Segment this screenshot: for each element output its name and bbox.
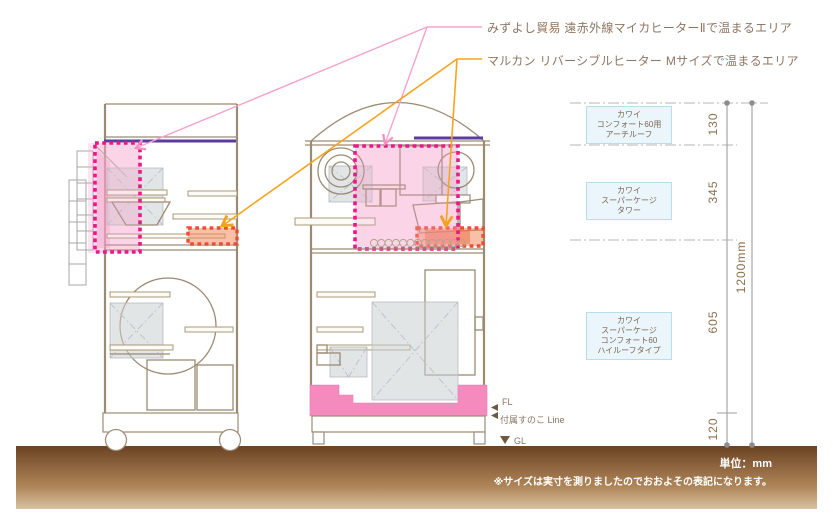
mica-heater-annotation: みずよし貿易 遠赤外線マイカヒーターⅡで温まるエリア [487,21,793,35]
leader-pink [133,26,482,151]
caster-base [102,412,239,433]
platform-gray-large [371,301,459,401]
caster-wheel [104,428,128,452]
base [311,415,486,433]
hideout-circle [437,151,475,189]
platform-gray [329,346,368,378]
foot [473,431,486,445]
fl-marker-triangle [491,404,498,411]
tower-cage-drawing [68,103,242,452]
eaves [305,140,490,146]
reversible-heater-annotation: マルカン リバーシブルヒーター Mサイズで温まるエリア [487,54,799,68]
running-wheel [317,147,365,195]
size-note: ※サイズは実寸を測りましたのでおおよその表記になります。 [493,477,772,488]
food-bowl [110,201,172,226]
unit-label: 単位：mm [719,458,772,470]
caster-wheel [218,428,242,452]
dim-605: 605 [706,310,720,333]
reversible-heater-zone-left [186,226,239,246]
dim-total-1200mm: 1200mm [734,241,748,294]
dim-130: 130 [706,112,720,135]
fl-label: FL [502,397,513,407]
sunoko-label: 付属すのこ Line [500,415,565,425]
comfort-cage-drawing [294,102,490,445]
ladder [68,150,94,286]
mica-heater-zone-right [353,144,460,251]
dim-120: 120 [706,417,720,440]
product-label-arch-roof: カワイ コンフォート60用 アーチルーフ [586,106,672,144]
product-label-comfort60: カワイ スーパーケージ コンフォート60 ハイルーフタイプ [586,312,672,360]
reversible-heater-zone-right [415,226,485,248]
level-markers: FL 付属すのこ Line GL [491,397,565,446]
arch-roof [310,102,485,142]
shelf [294,217,376,226]
foot [312,431,325,445]
mid-divider [311,248,484,254]
gl-marker-triangle [500,436,510,444]
top-frame [105,103,237,138]
nest-box [146,359,196,411]
mica-heater-zone-left [93,141,142,254]
sunoko-marker-triangle [491,412,498,419]
bedding-balls [369,238,466,248]
product-label-tower: カワイ スーパーケージ タワー [586,182,672,220]
gl-label: GL [514,436,526,446]
perch [435,194,471,204]
dim-345: 345 [706,180,720,203]
leader-orange [222,58,482,226]
ground-bar [16,446,817,509]
dimension-lines [570,100,768,448]
nest-box [196,364,234,411]
